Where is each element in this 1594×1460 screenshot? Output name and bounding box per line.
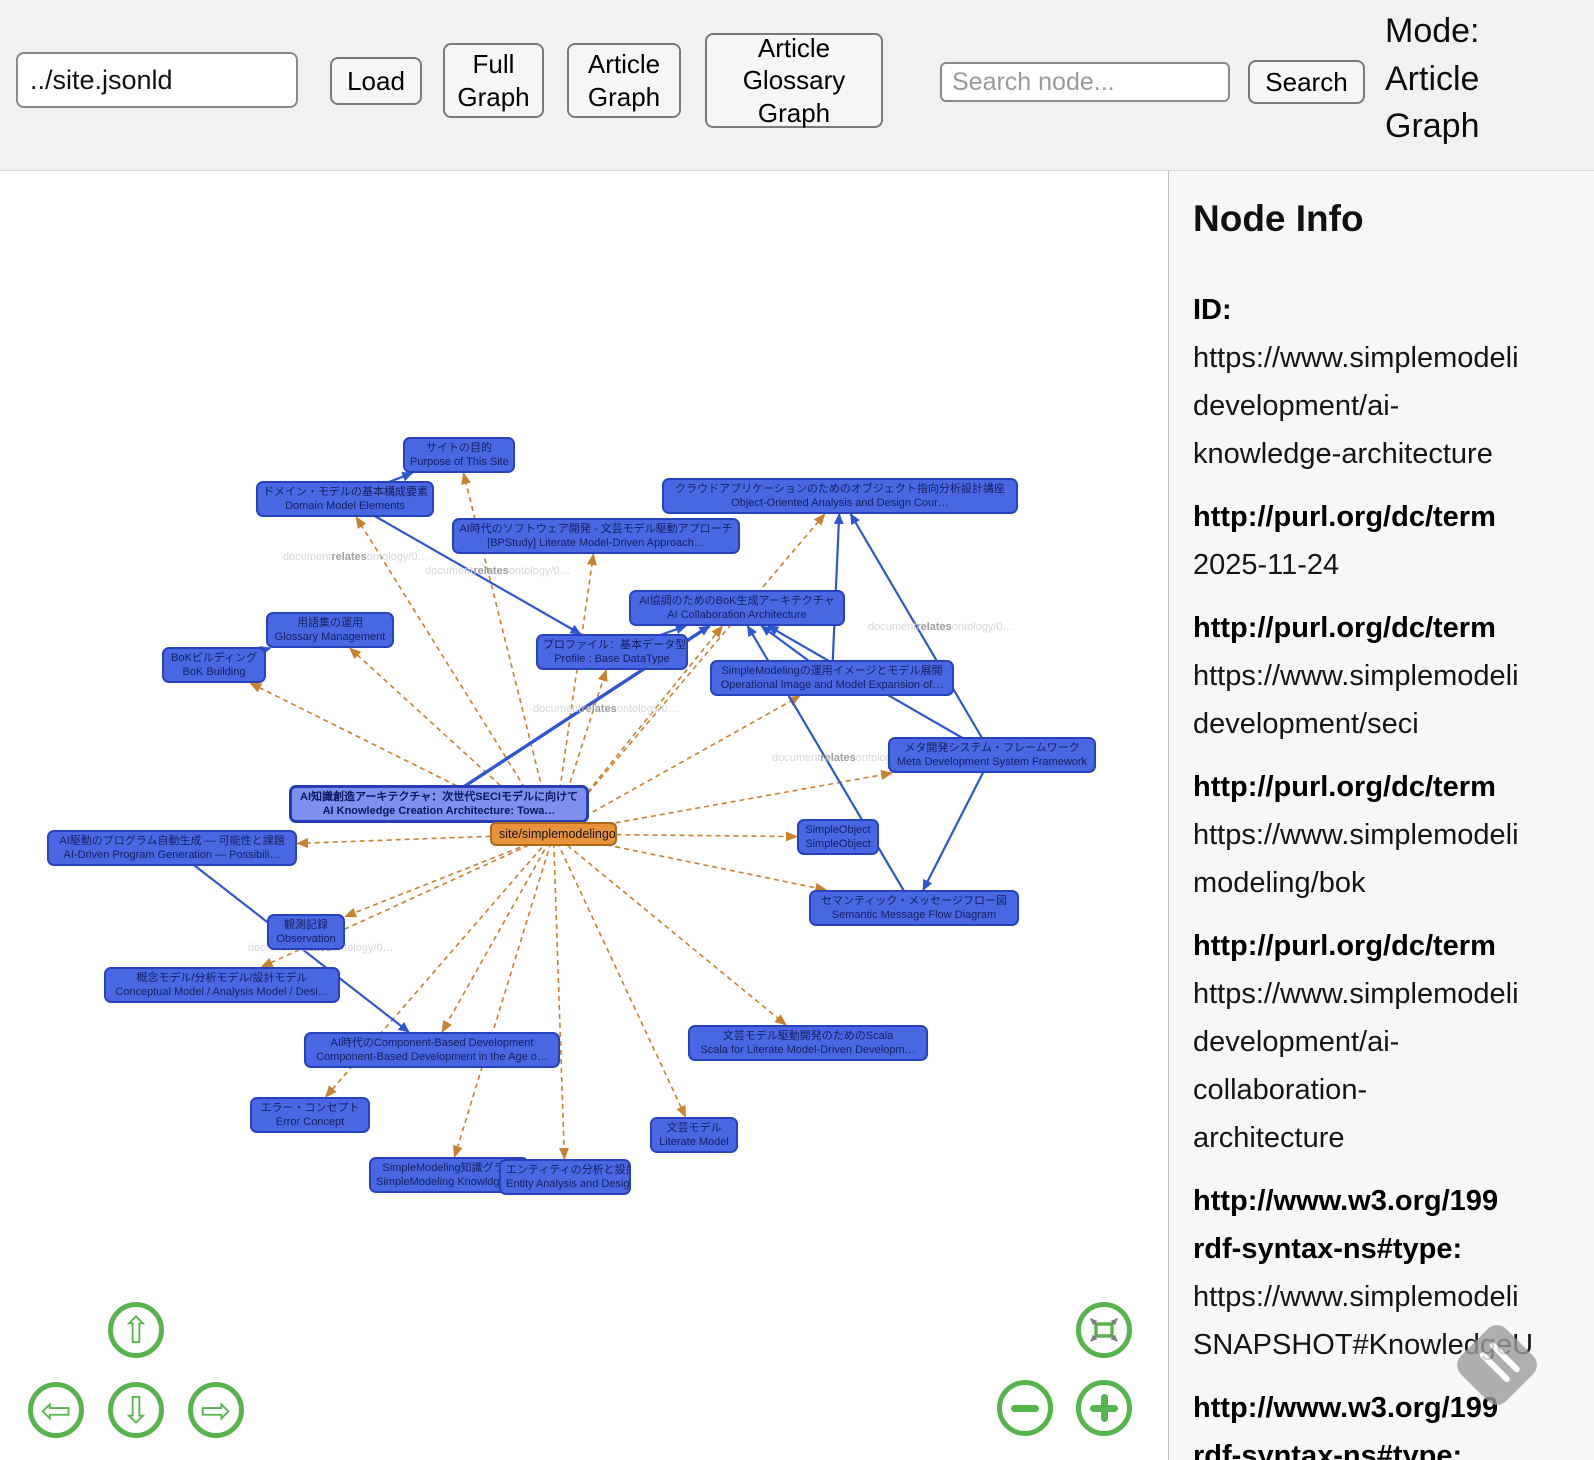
property-entry: http://www.w3.org/199 rdf-syntax-ns#type: (1193, 1384, 1594, 1460)
property-value: architecture (1193, 1122, 1345, 1154)
graph-edge-site-smkg[interactable] (452, 833, 555, 1158)
graph-edge-domain-profile[interactable] (344, 498, 582, 635)
property-label: rdf-syntax-ns#type: (1193, 1233, 1463, 1265)
graph-node-bpstudy[interactable]: AI時代のソフトウェア開発 - 文芸モデル駆動アプローチ[BPStudy] Li… (452, 518, 740, 555)
property-label: http://www.w3.org/199 (1193, 1392, 1499, 1424)
plus-icon (1090, 1394, 1118, 1422)
toolbar: Load Full Graph Article Graph Article Gl… (0, 0, 1594, 171)
graph-edge-metadev-oocourse[interactable] (849, 513, 993, 756)
arrow-left-icon: ⇦ (40, 1389, 72, 1431)
property-entry: http://purl.org/dc/term https://www.simpl… (1193, 922, 1594, 1162)
graph-node-site[interactable]: site/simplemodelingorg (490, 822, 617, 846)
graph-edge-site-component[interactable] (441, 833, 555, 1033)
zoom-out-button[interactable] (997, 1380, 1053, 1436)
pan-down-button[interactable]: ⇩ (108, 1382, 164, 1438)
property-entry: http://purl.org/dc/term https://www.simpl… (1193, 763, 1594, 907)
property-entry: ID: https://www.simplemodeli development/a… (1193, 286, 1594, 478)
property-value: https://www.simplemodeli (1193, 978, 1519, 1010)
fit-view-button[interactable] (1076, 1302, 1132, 1358)
edge-label: documentrelatesontology/0… (283, 551, 429, 563)
property-entry: http://purl.org/dc/term https://www.simpl… (1193, 604, 1594, 748)
property-value: https://www.simplemodeli (1193, 342, 1519, 374)
pan-left-button[interactable]: ⇦ (28, 1382, 84, 1438)
graph-edge-site-oocourse[interactable] (552, 513, 826, 835)
pan-right-button[interactable]: ⇨ (188, 1382, 244, 1438)
minus-icon (1011, 1404, 1039, 1412)
property-value: https://www.simplemodeli (1193, 1281, 1519, 1313)
fit-screen-icon (1090, 1318, 1118, 1342)
property-value: collaboration- (1193, 1074, 1368, 1106)
property-value: knowledge-architecture (1193, 438, 1493, 470)
search-input[interactable] (940, 62, 1230, 102)
property-value: modeling/bok (1193, 867, 1366, 899)
graph-edge-site-scala[interactable] (552, 833, 787, 1026)
edge-label: documentrelatesontology/0… (533, 703, 679, 715)
panel-title: Node Info (1193, 198, 1364, 239)
zoom-in-button[interactable] (1076, 1380, 1132, 1436)
mode-indicator: Mode: Article Graph (1385, 12, 1480, 146)
property-entry: http://www.w3.org/199 rdf-syntax-ns#type:… (1193, 1177, 1594, 1369)
property-entry: http://purl.org/dc/term 2025-11-24 (1193, 493, 1594, 589)
graph-edge-site-operational[interactable] (553, 695, 801, 835)
property-label: rdf-syntax-ns#type: (1193, 1440, 1463, 1460)
graph-edge-site-observation[interactable] (344, 833, 554, 918)
graph-canvas[interactable]: documentrelatesontology/0… documentrelate… (0, 170, 1168, 1460)
arrow-right-icon: ⇨ (200, 1389, 232, 1431)
node-info-panel: Node Info ID: https://www.simplemodeli dev… (1168, 170, 1594, 1460)
arrow-up-icon: ⇧ (120, 1309, 152, 1351)
property-value: https://www.simplemodeli (1193, 819, 1519, 851)
article-glossary-graph-button[interactable]: Article Glossary Graph (705, 33, 883, 128)
property-label: ID: (1193, 294, 1232, 326)
property-label: http://purl.org/dc/term (1193, 501, 1496, 533)
load-button[interactable]: Load (330, 57, 422, 105)
edge-label: documentrelatesontology/0… (868, 621, 1014, 633)
file-path-input[interactable] (16, 52, 298, 108)
full-graph-button[interactable]: Full Graph (443, 43, 544, 118)
article-graph-button[interactable]: Article Graph (567, 43, 681, 118)
graph-edge-site-entity[interactable] (552, 833, 570, 1160)
property-value: development/ai- (1193, 390, 1400, 422)
graph-edge-site-literate[interactable] (552, 833, 687, 1118)
property-value: https://www.simplemodeli (1193, 660, 1519, 692)
graph-edge-site-aidriven[interactable] (296, 833, 554, 849)
node-properties-list: ID: https://www.simplemodeli development/a… (1193, 286, 1594, 1460)
property-label: http://www.w3.org/199 (1193, 1185, 1499, 1217)
property-label: http://purl.org/dc/term (1193, 930, 1496, 962)
property-value: development/ai- (1193, 1026, 1400, 1058)
property-label: http://purl.org/dc/term (1193, 771, 1496, 803)
pan-up-button[interactable]: ⇧ (108, 1302, 164, 1358)
property-value: development/seci (1193, 708, 1419, 740)
search-button[interactable]: Search (1248, 60, 1365, 104)
arrow-down-icon: ⇩ (120, 1389, 152, 1431)
property-label: http://purl.org/dc/term (1193, 612, 1496, 644)
property-value: 2025-11-24 (1193, 549, 1340, 581)
graph-edge-metadev-semantic[interactable] (922, 754, 993, 891)
edge-label: documentrelatesontology/0… (425, 565, 571, 577)
